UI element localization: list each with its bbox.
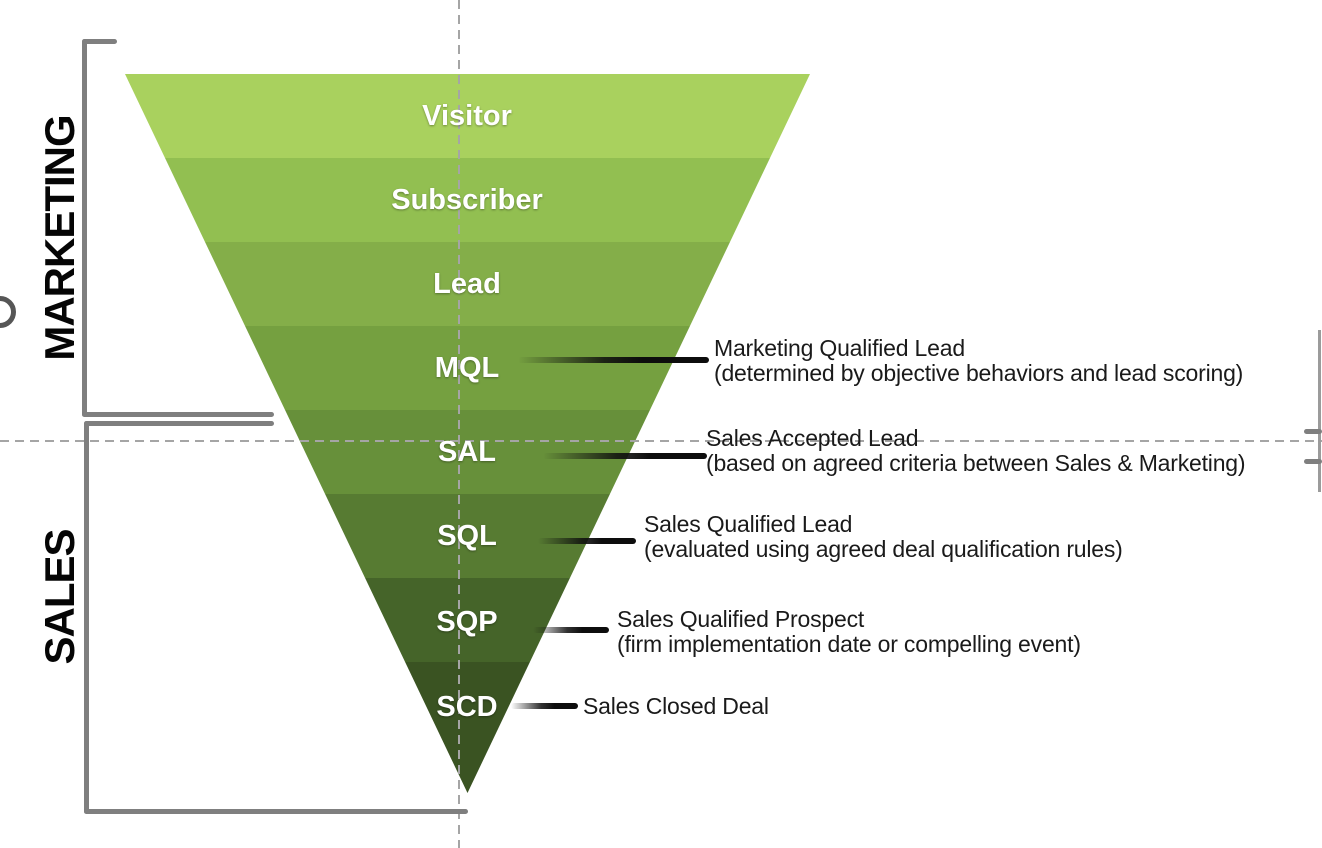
funnel-segment-label-scd: SCD [436, 691, 497, 723]
section-label-sales: SALES [36, 529, 83, 665]
leader-line-sal [543, 453, 707, 459]
annotation-title: Sales Closed Deal [583, 693, 769, 719]
annotation-sql: Sales Qualified Lead (evaluated using ag… [644, 512, 1123, 562]
annotation-detail: (based on agreed criteria between Sales … [706, 450, 1246, 476]
cut-off-circle-decoration [0, 296, 16, 328]
annotation-scd: Sales Closed Deal [583, 694, 769, 719]
funnel-segment-label-visitor: Visitor [422, 100, 512, 132]
leader-line-mql [518, 357, 709, 363]
funnel-segment-sal [285, 410, 650, 494]
funnel-segment-scd [405, 662, 530, 793]
sales-bracket-vertical [84, 421, 89, 814]
annotation-detail: (firm implementation date or compelling … [617, 631, 1081, 657]
marketing-bracket-bottom [82, 412, 274, 417]
cut-off-bracket-decoration [1304, 459, 1322, 464]
funnel-segment-label-sql: SQL [437, 520, 497, 552]
annotation-detail: (evaluated using agreed deal qualificati… [644, 536, 1123, 562]
marketing-bracket-top [82, 39, 117, 44]
funnel-segment-label-sqp: SQP [436, 606, 497, 638]
funnel-segment-mql [245, 326, 690, 410]
sales-bracket-top [84, 421, 274, 426]
annotation-title: Marketing Qualified Lead [714, 335, 965, 361]
annotation-title: Sales Qualified Lead [644, 511, 853, 537]
marketing-bracket-vertical [82, 39, 87, 417]
cut-off-line-decoration [1318, 330, 1321, 492]
annotation-sqp: Sales Qualified Prospect (firm implement… [617, 607, 1081, 657]
leader-line-sqp [533, 627, 609, 633]
leader-line-sql [538, 538, 636, 544]
cut-off-bracket-decoration [1304, 429, 1322, 434]
funnel-segment-subscriber [165, 158, 770, 242]
funnel-segment-label-sal: SAL [438, 436, 496, 468]
funnel-segment-label-subscriber: Subscriber [391, 184, 543, 216]
annotation-sal: Sales Accepted Lead (based on agreed cri… [706, 425, 1246, 476]
funnel-segment-label-mql: MQL [435, 352, 499, 384]
funnel-segment-lead [205, 242, 730, 326]
annotation-detail: (determined by objective behaviors and l… [714, 360, 1244, 386]
annotation-title: Sales Accepted Lead [706, 425, 919, 451]
annotation-title: Sales Qualified Prospect [617, 606, 865, 632]
funnel-segment-visitor [125, 74, 810, 158]
section-label-marketing: MARKETING [36, 115, 83, 361]
funnel-segment-label-lead: Lead [433, 268, 501, 300]
annotation-mql: Marketing Qualified Lead (determined by … [714, 336, 1243, 386]
leader-line-scd [511, 703, 578, 709]
sales-bracket-bottom [84, 809, 468, 814]
funnel-segment-sql [325, 494, 610, 578]
funnel-segment-sqp [365, 578, 570, 662]
